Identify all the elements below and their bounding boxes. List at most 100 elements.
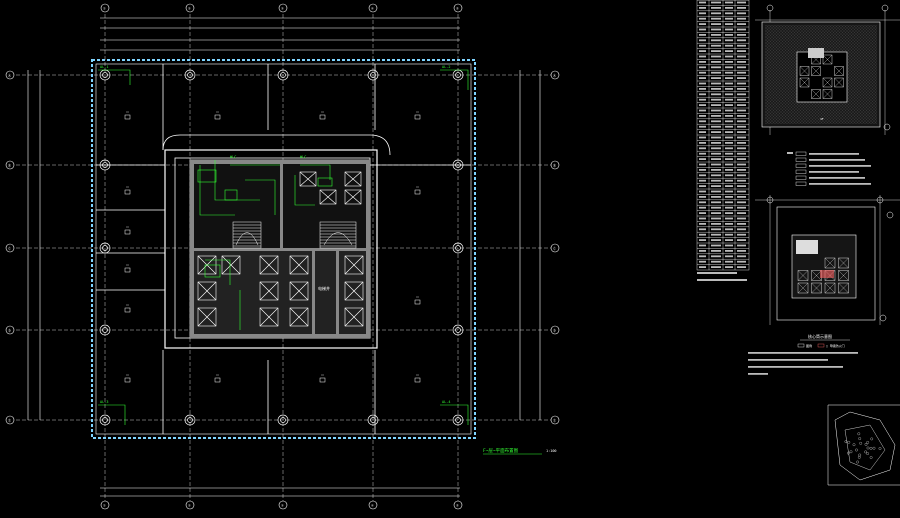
svg-text:□ 甲级防火门: □ 甲级防火门 [826, 343, 845, 348]
grid-bubble [550, 325, 560, 335]
column-icon [277, 414, 289, 426]
office-partitions [96, 64, 471, 434]
keyplan-cell [824, 282, 836, 294]
column-icons [99, 69, 464, 426]
dimension-lines-side [27, 70, 541, 420]
grid-bubble [5, 243, 15, 253]
column-icon [99, 159, 111, 171]
room-tag [414, 299, 421, 305]
grid-bubble [550, 70, 560, 80]
grid-bubble [185, 3, 195, 13]
grid-bubble-label: Ⓑ [8, 163, 11, 168]
room-tag [214, 114, 221, 120]
building-outline [91, 59, 476, 439]
keyplan-cell [799, 77, 810, 88]
mep-annotations [98, 69, 469, 425]
column-icon [367, 414, 379, 426]
grid-bubble-label: ④ [371, 504, 374, 508]
grid-bubble [550, 243, 560, 253]
keyplan-top: 4F [755, 4, 900, 135]
core [164, 149, 378, 349]
keyplan-cell [822, 77, 833, 88]
keyplan-cell [822, 54, 833, 65]
grid-bubble-label: ③ [281, 504, 284, 508]
shaft-label: 电梯井 [318, 285, 330, 291]
column-icon-inner [455, 417, 461, 423]
column-icon [184, 69, 196, 81]
room-tag [124, 307, 131, 313]
grid-bubble-label: Ⓒ [8, 246, 11, 251]
elevator-icon [344, 255, 364, 275]
note-line [748, 366, 843, 368]
grid-bubble [278, 3, 288, 13]
site-map [827, 404, 900, 486]
elevator-icon [319, 189, 337, 205]
grid-bubble-label: ⑤ [456, 7, 459, 11]
column-icon-inner [455, 245, 461, 251]
keyplan-cell [834, 77, 844, 88]
keyplan-cell [822, 89, 833, 99]
elevator-icons [197, 171, 364, 327]
elevator-icon [289, 281, 309, 301]
column-icon [277, 69, 289, 81]
elevator-icon [197, 307, 217, 327]
column-icon [99, 324, 111, 336]
column-icon-inner [102, 417, 108, 423]
keyplan-cell [834, 66, 844, 76]
keyplan-cell [811, 89, 821, 99]
elevator-icon [344, 307, 364, 327]
grid-bubble-label: Ⓔ [553, 418, 556, 423]
column-icon-inner [455, 162, 461, 168]
elevator-icon [259, 281, 279, 301]
dimension-lines-top [100, 17, 460, 497]
elevator-icon [299, 171, 317, 187]
elevator-icon [197, 281, 217, 301]
grid-bubble-label: ④ [371, 7, 374, 11]
room-tag [319, 377, 326, 383]
grid-bubble [550, 415, 560, 425]
column-icon-inner [370, 72, 376, 78]
grid-bubble [550, 160, 560, 170]
grid-bubble-label: ② [188, 7, 191, 11]
elevator-icon [259, 307, 279, 327]
note-line [748, 373, 768, 375]
column-icon-inner [280, 72, 286, 78]
column-icon [367, 69, 379, 81]
room-tag [124, 377, 131, 383]
grid-bubble-label: ③ [281, 7, 284, 11]
keyplan-title: 核心筒示意图 [808, 333, 832, 339]
elevator-icon [344, 281, 364, 301]
grid-bubble-label: ⑤ [456, 504, 459, 508]
keyplan-cell [797, 270, 809, 281]
mep-labels: AL-1 AL-2 AL-3 AL-4 WLC WLC [100, 65, 450, 404]
grid-bubble [368, 3, 378, 13]
grid-bubble [5, 160, 15, 170]
grid-bubble [368, 500, 378, 510]
column-icon [184, 414, 196, 426]
column-icon [452, 242, 464, 254]
keyplan-cell [824, 257, 836, 269]
grid-bubble [453, 3, 463, 13]
room-tag [214, 377, 221, 383]
elevator-icon [289, 307, 309, 327]
keyplan-cell [797, 282, 809, 294]
room-tags [124, 111, 421, 383]
grid-bubble [5, 415, 15, 425]
keyplan-cell [811, 282, 822, 294]
note-line [748, 352, 858, 354]
plan-title: F~层~平面布置图 1:100 [483, 447, 557, 455]
grid-bubble [278, 500, 288, 510]
room-tag [124, 189, 131, 195]
column-icon [452, 324, 464, 336]
column-icon [99, 414, 111, 426]
column-icon [452, 414, 464, 426]
grid-bubble-label: Ⓓ [8, 328, 11, 333]
grid-bubble-label: ① [103, 504, 106, 508]
column-icon-inner [280, 417, 286, 423]
room-tag [414, 114, 421, 120]
room-tag [319, 114, 326, 120]
column-icon-inner [102, 72, 108, 78]
column-icon-inner [102, 245, 108, 251]
svg-text:AL-2: AL-2 [442, 65, 450, 69]
